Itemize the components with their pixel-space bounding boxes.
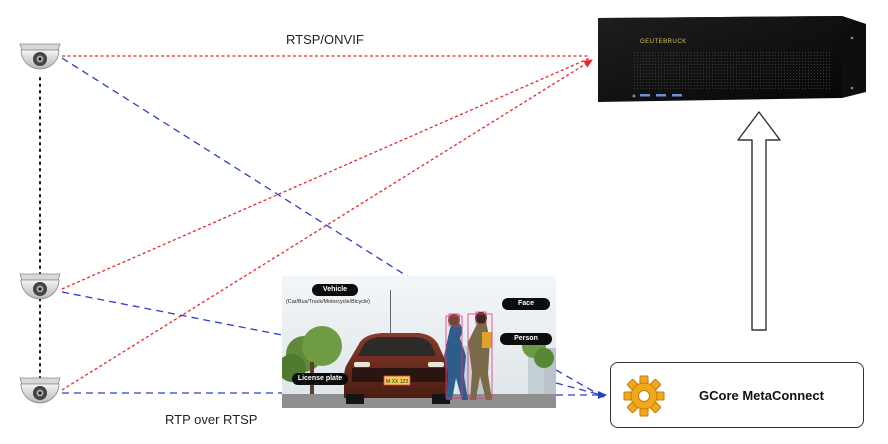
blue-link-cam1-mc-tail — [555, 369, 606, 399]
camera-2 — [19, 273, 61, 300]
gear-icon — [623, 375, 665, 417]
metaconnect-label: GCore MetaConnect — [699, 388, 824, 403]
nvr-brand-label: GEUTEBRUCK — [640, 39, 687, 45]
blue-link-cam2-mc — [61, 291, 283, 336]
metaconnect-box: GCore MetaConnect — [610, 362, 864, 428]
camera-3 — [19, 377, 61, 404]
license-plate-text: M·XX 123 — [386, 379, 408, 385]
nvr-device — [598, 16, 866, 102]
camera-1 — [19, 43, 61, 70]
blue-link-cam1-mc — [61, 57, 411, 279]
up-arrow — [737, 111, 781, 331]
face-tag: Face — [502, 298, 550, 310]
vehicle-types-label: (Car/Bus/Truck/Motorcycle/Bicycle) — [286, 299, 370, 305]
vehicle-tag: Vehicle — [312, 284, 358, 296]
rtp-over-rtsp-label: RTP over RTSP — [165, 412, 258, 427]
red-link-cam2-nvr — [61, 57, 591, 290]
rtsp-onvif-label: RTSP/ONVIF — [286, 32, 364, 47]
license-plate-tag: License plate — [292, 373, 348, 385]
blue-link-cam2-mc-tail — [555, 382, 606, 397]
analytics-image: M·XX 123 Vehicle (Car/Bus/Truck/Motorcyc… — [282, 276, 556, 408]
person-tag: Person — [500, 333, 552, 345]
